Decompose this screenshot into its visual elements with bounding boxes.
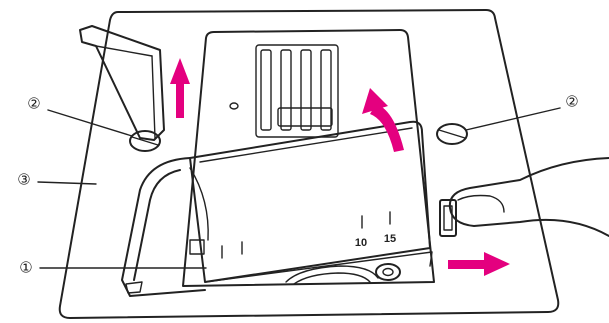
callout-3: ③ bbox=[17, 172, 30, 189]
leader-3 bbox=[38, 182, 96, 184]
callout-2-right: ② bbox=[565, 94, 578, 111]
scale-mark-10: 10 bbox=[355, 237, 367, 249]
leader-2-right bbox=[466, 108, 560, 130]
feed-dog-slots bbox=[256, 45, 338, 137]
bobbin-area bbox=[122, 158, 208, 296]
scale-mark-15: 15 bbox=[384, 233, 396, 245]
screw-right bbox=[437, 124, 467, 144]
bobbin bbox=[286, 266, 378, 284]
arrow-right bbox=[448, 252, 510, 276]
arrow-up-left bbox=[170, 58, 190, 118]
callout-2-left: ② bbox=[27, 96, 40, 113]
base-plate bbox=[60, 10, 559, 318]
plate-hole bbox=[230, 103, 238, 109]
arrow-curved-up bbox=[362, 88, 404, 152]
callout-1: ① bbox=[19, 260, 32, 277]
screw-bottom bbox=[376, 264, 400, 280]
